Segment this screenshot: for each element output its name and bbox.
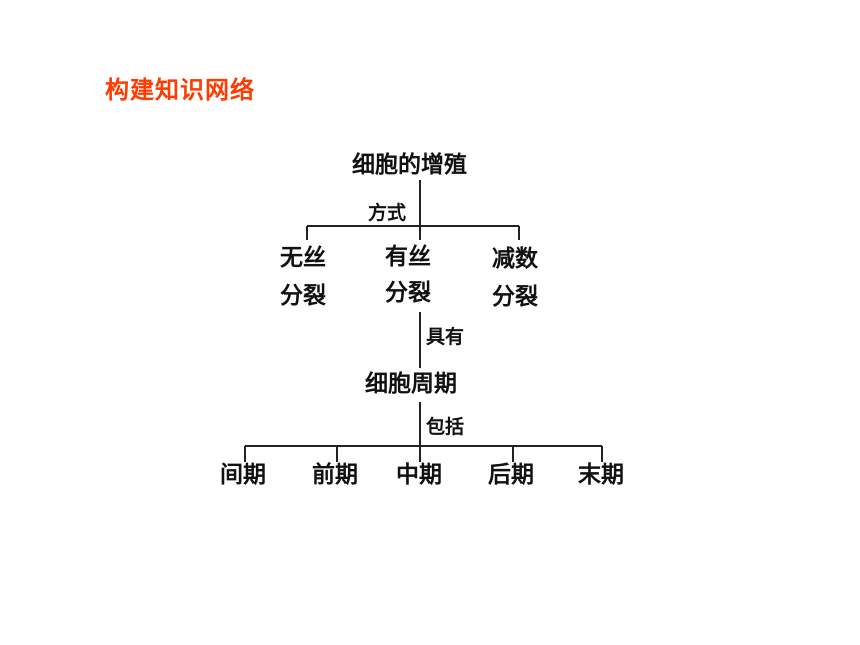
edge-label-include: 包括: [426, 416, 465, 438]
mode-amitosis-line2: 分裂: [280, 282, 326, 309]
root-node: 细胞的增殖: [352, 151, 467, 178]
phase-interphase: 间期: [220, 461, 266, 488]
mode-meiosis-line1: 减数: [492, 245, 538, 272]
phase-prophase: 前期: [312, 461, 358, 488]
page-title: 构建知识网络: [105, 76, 255, 104]
edge-label-mode: 方式: [368, 202, 407, 224]
mode-mitosis-line1: 有丝: [385, 243, 431, 270]
mode-mitosis-line2: 分裂: [385, 279, 431, 306]
edge-label-has: 具有: [426, 326, 465, 348]
phase-telophase: 末期: [578, 461, 624, 488]
mode-meiosis-line2: 分裂: [492, 283, 538, 310]
phase-metaphase: 中期: [396, 461, 442, 488]
cycle-node: 细胞周期: [365, 370, 457, 397]
phase-anaphase: 后期: [488, 461, 534, 488]
mode-amitosis-line1: 无丝: [280, 244, 326, 271]
